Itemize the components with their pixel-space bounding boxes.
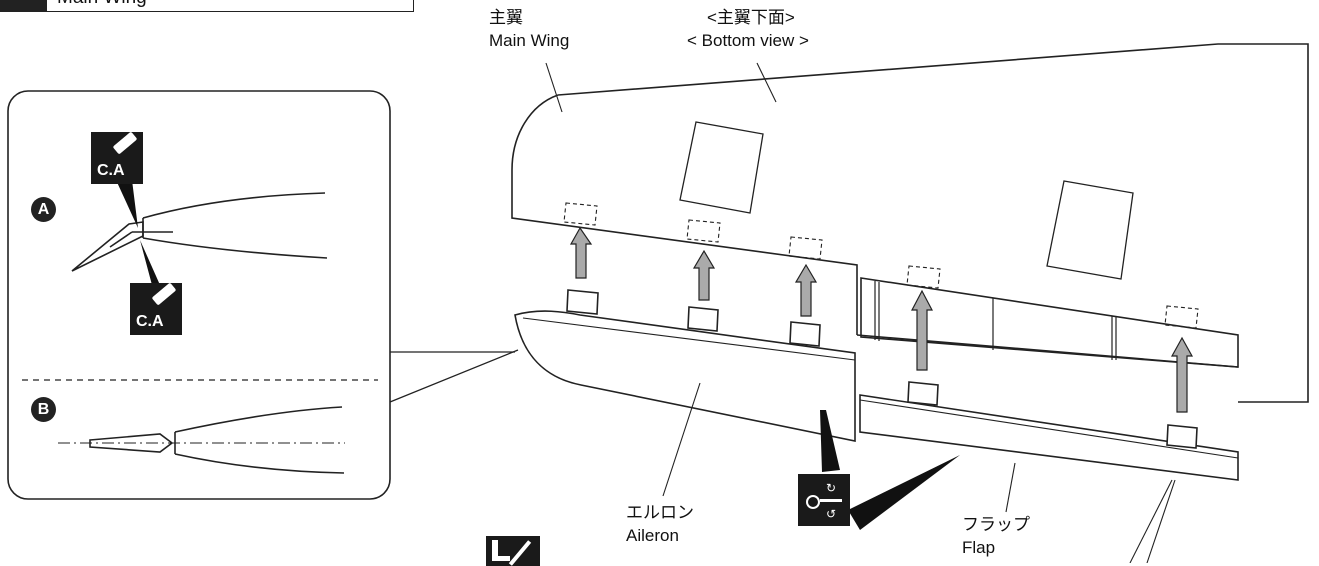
detail-panel xyxy=(7,90,519,500)
flap-bay-lines xyxy=(874,281,1117,360)
ca-glue-icon-label: C.A xyxy=(136,313,164,330)
aileron-label-jp: エルロン xyxy=(626,503,694,522)
flap-part xyxy=(859,381,1239,481)
header-box-tab xyxy=(0,0,47,11)
bottom-view-label-jp: <主翼下面> xyxy=(707,8,795,27)
flap-label-jp: フラップ xyxy=(962,515,1030,534)
marker-a: A xyxy=(31,197,56,222)
ca-glue-icon: C.A xyxy=(91,131,143,184)
glue-pointer-bottom xyxy=(140,240,160,285)
flex-pointer-flap xyxy=(848,455,960,530)
bottom-view-label-en: < Bottom view > xyxy=(687,31,809,50)
servo-hatches xyxy=(679,121,1134,280)
marker-b: B xyxy=(31,397,56,422)
detail-b-airfoil xyxy=(58,406,345,474)
main-wing-label-en: Main Wing xyxy=(489,31,570,50)
header-box-label: Main Wing xyxy=(57,0,147,11)
partial-symbol-icon xyxy=(486,536,540,566)
detail-a-airfoil xyxy=(71,192,328,272)
hinge-flex-icon: ↻ ↺ xyxy=(798,474,850,526)
insert-arrows xyxy=(569,226,1194,413)
flex-pointer-aileron xyxy=(820,410,840,472)
leader-lines xyxy=(545,62,1176,563)
aileron-part xyxy=(514,289,856,442)
main-wing-label-jp: 主翼 xyxy=(489,8,523,27)
aileron-label-en: Aileron xyxy=(626,526,679,545)
header-box: Main Wing xyxy=(0,0,414,12)
ca-glue-icon: C.A xyxy=(130,282,182,335)
callout-line-bottom xyxy=(389,349,519,403)
flap-label-en: Flap xyxy=(962,538,996,557)
glue-pointer-top xyxy=(116,180,138,228)
ca-glue-icon-label: C.A xyxy=(97,162,125,179)
hinge-slots xyxy=(563,202,1199,329)
